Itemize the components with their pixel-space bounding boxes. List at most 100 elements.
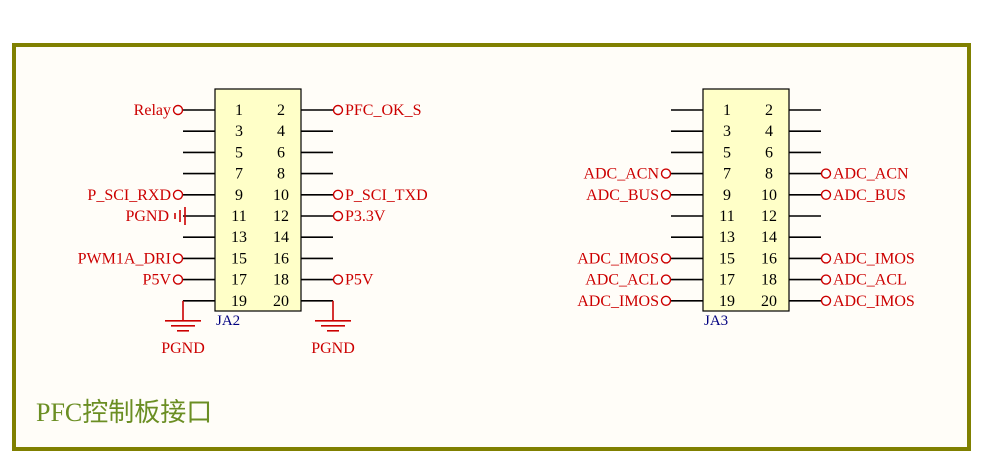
port-circle-right [820, 253, 832, 264]
net-label-right: P3.3V [345, 208, 386, 225]
pin-number-left: 3 [235, 123, 243, 140]
pin-number-left: 19 [231, 293, 247, 310]
port-circle-left [660, 274, 672, 285]
pin-number-left: 17 [719, 272, 735, 289]
net-label-left: ADC_ACL [585, 272, 659, 289]
port-circle-left [172, 274, 184, 285]
pin-number-left: 13 [231, 229, 247, 246]
pin-number-left: 7 [723, 166, 731, 183]
pin-number-right: 14 [273, 229, 289, 246]
pin-row: 19 20 ADC_IMOS ADC_IMOS [577, 293, 915, 310]
connector-body [214, 88, 302, 312]
pin-number-right: 8 [765, 166, 773, 183]
pin-number-left: 5 [723, 144, 731, 161]
net-label-right: ADC_IMOS [833, 250, 915, 267]
port-circle-left [660, 295, 672, 306]
port-circle-right [332, 189, 344, 201]
pin-row: 11 12 PGND P3.3V [125, 207, 386, 225]
port-circle-right [820, 295, 832, 306]
pin-row: 17 18 ADC_ACL ADC_ACL [585, 272, 907, 289]
pin-number-right: 20 [761, 293, 777, 310]
pin-row: 13 14 [671, 229, 821, 246]
pin-row: 11 12 [671, 208, 821, 225]
net-label-left: PGND [161, 340, 205, 357]
pin-number-left: 17 [231, 272, 247, 289]
pin-number-right: 16 [273, 250, 289, 267]
pin-number-right: 12 [761, 208, 777, 225]
net-label-right: ADC_BUS [833, 187, 906, 204]
net-label-left: ADC_IMOS [577, 250, 659, 267]
pin-number-left: 1 [235, 102, 243, 119]
pin-number-right: 2 [277, 102, 285, 119]
pin-number-right: 14 [761, 229, 777, 246]
pin-row: 9 10 P_SCI_RXD P_SCI_TXD [87, 187, 427, 204]
net-label-right: P_SCI_TXD [345, 187, 428, 204]
port-circle-right [332, 210, 344, 222]
net-label-right: PGND [311, 340, 355, 357]
port-circle-left [660, 253, 672, 264]
pin-number-left: 11 [231, 208, 246, 225]
pin-number-right: 12 [273, 208, 289, 225]
designator-label: JA2 [216, 313, 240, 329]
port-circle-left [660, 189, 672, 201]
port-circle-left [172, 104, 184, 116]
pin-row: 7 8 ADC_ACN ADC_ACN [583, 166, 909, 183]
pin-number-left: 9 [723, 187, 731, 204]
port-circle-right [820, 274, 832, 285]
pin-number-right: 20 [273, 293, 289, 310]
net-label-right: ADC_IMOS [833, 293, 915, 310]
port-circle-right [820, 189, 832, 201]
net-label-right: PFC_OK_S [345, 102, 421, 119]
pin-number-right: 10 [761, 187, 777, 204]
pin-row: 13 14 [183, 229, 333, 246]
pin-number-right: 4 [765, 123, 773, 140]
pin-number-left: 5 [235, 144, 243, 161]
net-label-right: P5V [345, 272, 374, 289]
designator-label: JA3 [704, 313, 728, 329]
net-label-left: PWM1A_DRI [78, 250, 171, 267]
pin-number-left: 15 [719, 250, 735, 267]
sheet-border [12, 43, 971, 451]
net-label-left: P5V [143, 272, 172, 289]
pin-number-right: 6 [765, 144, 773, 161]
net-label-left: PGND [125, 208, 169, 225]
port-circle-left [660, 168, 672, 179]
pin-number-right: 8 [277, 166, 285, 183]
pin-number-left: 11 [719, 208, 734, 225]
ground-symbol [165, 300, 201, 332]
ground-symbol [315, 300, 351, 332]
net-label-right: ADC_ACN [833, 166, 909, 183]
port-circle-right [820, 168, 832, 179]
pin-row: 9 10 ADC_BUS ADC_BUS [586, 187, 906, 204]
net-label-left: ADC_IMOS [577, 293, 659, 310]
port-circle-left [172, 189, 184, 201]
port-circle-left [172, 253, 184, 264]
pin-number-left: 9 [235, 187, 243, 204]
pin-number-left: 19 [719, 293, 735, 310]
pin-number-right: 6 [277, 144, 285, 161]
pin-number-right: 10 [273, 187, 289, 204]
pin-number-left: 13 [719, 229, 735, 246]
net-label-right: ADC_ACL [833, 272, 907, 289]
pin-number-right: 2 [765, 102, 773, 119]
ground-symbol-side [174, 207, 186, 225]
connector-body [702, 88, 790, 312]
net-label-left: P_SCI_RXD [87, 187, 171, 204]
pin-number-right: 18 [761, 272, 777, 289]
net-label-left: ADC_BUS [586, 187, 659, 204]
net-label-left: ADC_ACN [583, 166, 659, 183]
